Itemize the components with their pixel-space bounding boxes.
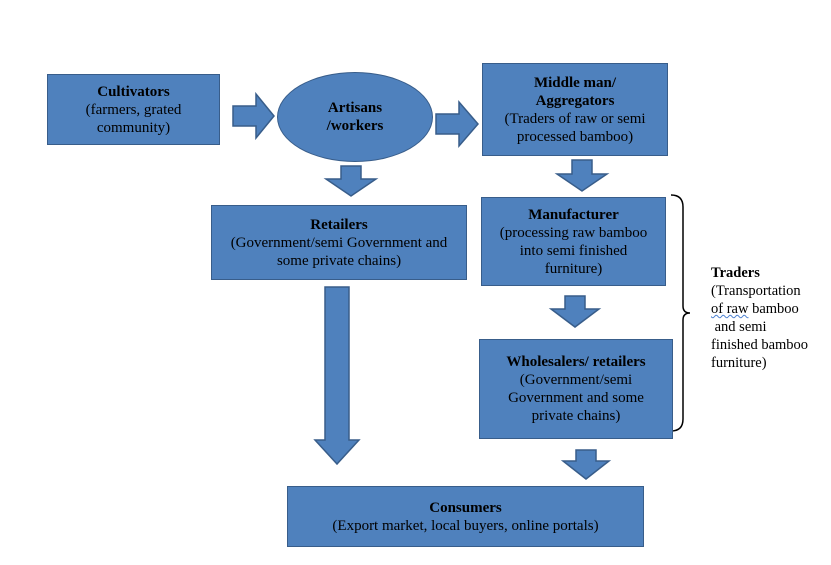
retailers-box: Retailers (Government/semi Government an… — [211, 205, 467, 280]
arrow-retailers-to-consumers — [313, 286, 361, 466]
cultivators-detail: (farmers, grated community) — [85, 101, 182, 136]
artisans-line2: /workers — [326, 118, 384, 134]
middleman-box: Middle man/ Aggregators (Traders of raw … — [482, 63, 668, 156]
traders-line1: (Transportation — [711, 283, 801, 299]
arrow-artisans-to-retailers — [323, 165, 379, 197]
consumers-title: Consumers — [429, 499, 502, 516]
traders-bracket — [670, 194, 691, 432]
manufacturer-detail: (processing raw bamboo into semi finishe… — [499, 224, 648, 277]
arrow-artisans-to-middleman — [435, 99, 479, 149]
traders-line2-underlined: of raw — [711, 301, 749, 317]
traders-title: Traders — [711, 265, 760, 281]
arrow-manufacturer-to-wholesalers — [548, 295, 602, 328]
retailers-detail: (Government/semi Government and some pri… — [230, 234, 448, 269]
arrow-cultivators-to-artisans — [232, 91, 275, 141]
artisans-line1: Artisans — [327, 100, 383, 116]
arrow-middleman-to-manufacturer — [554, 159, 610, 192]
arrow-wholesalers-to-consumers — [560, 449, 612, 480]
traders-line2-rest: bamboo — [748, 301, 799, 317]
traders-line2: of raw bamboo — [711, 300, 829, 318]
traders-line3: and semi — [711, 319, 767, 335]
middleman-title-line2: Aggregators — [535, 92, 615, 109]
traders-line5: furniture) — [711, 355, 767, 371]
wholesalers-detail: (Government/semi Government and some pri… — [508, 372, 644, 424]
cultivators-box: Cultivators (farmers, grated community) — [47, 74, 220, 145]
artisans-ellipse: Artisans /workers — [277, 72, 433, 162]
wholesalers-box: Wholesalers/ retailers (Government/semi … — [479, 339, 673, 439]
middleman-detail: (Traders of raw or semi processed bamboo… — [504, 110, 646, 145]
retailers-title: Retailers — [310, 216, 368, 233]
consumers-box: Consumers (Export market, local buyers, … — [287, 486, 644, 547]
middleman-title-line1: Middle man/ — [533, 74, 617, 91]
manufacturer-box: Manufacturer (processing raw bamboo into… — [481, 197, 666, 286]
cultivators-title: Cultivators — [97, 83, 170, 100]
wholesalers-title: Wholesalers/ retailers — [506, 354, 646, 370]
manufacturer-title: Manufacturer — [528, 206, 619, 223]
traders-line4: finished bamboo — [711, 337, 809, 353]
consumers-detail: (Export market, local buyers, online por… — [332, 517, 599, 534]
traders-annotation: Traders (Transportation of raw bamboo an… — [711, 264, 829, 372]
